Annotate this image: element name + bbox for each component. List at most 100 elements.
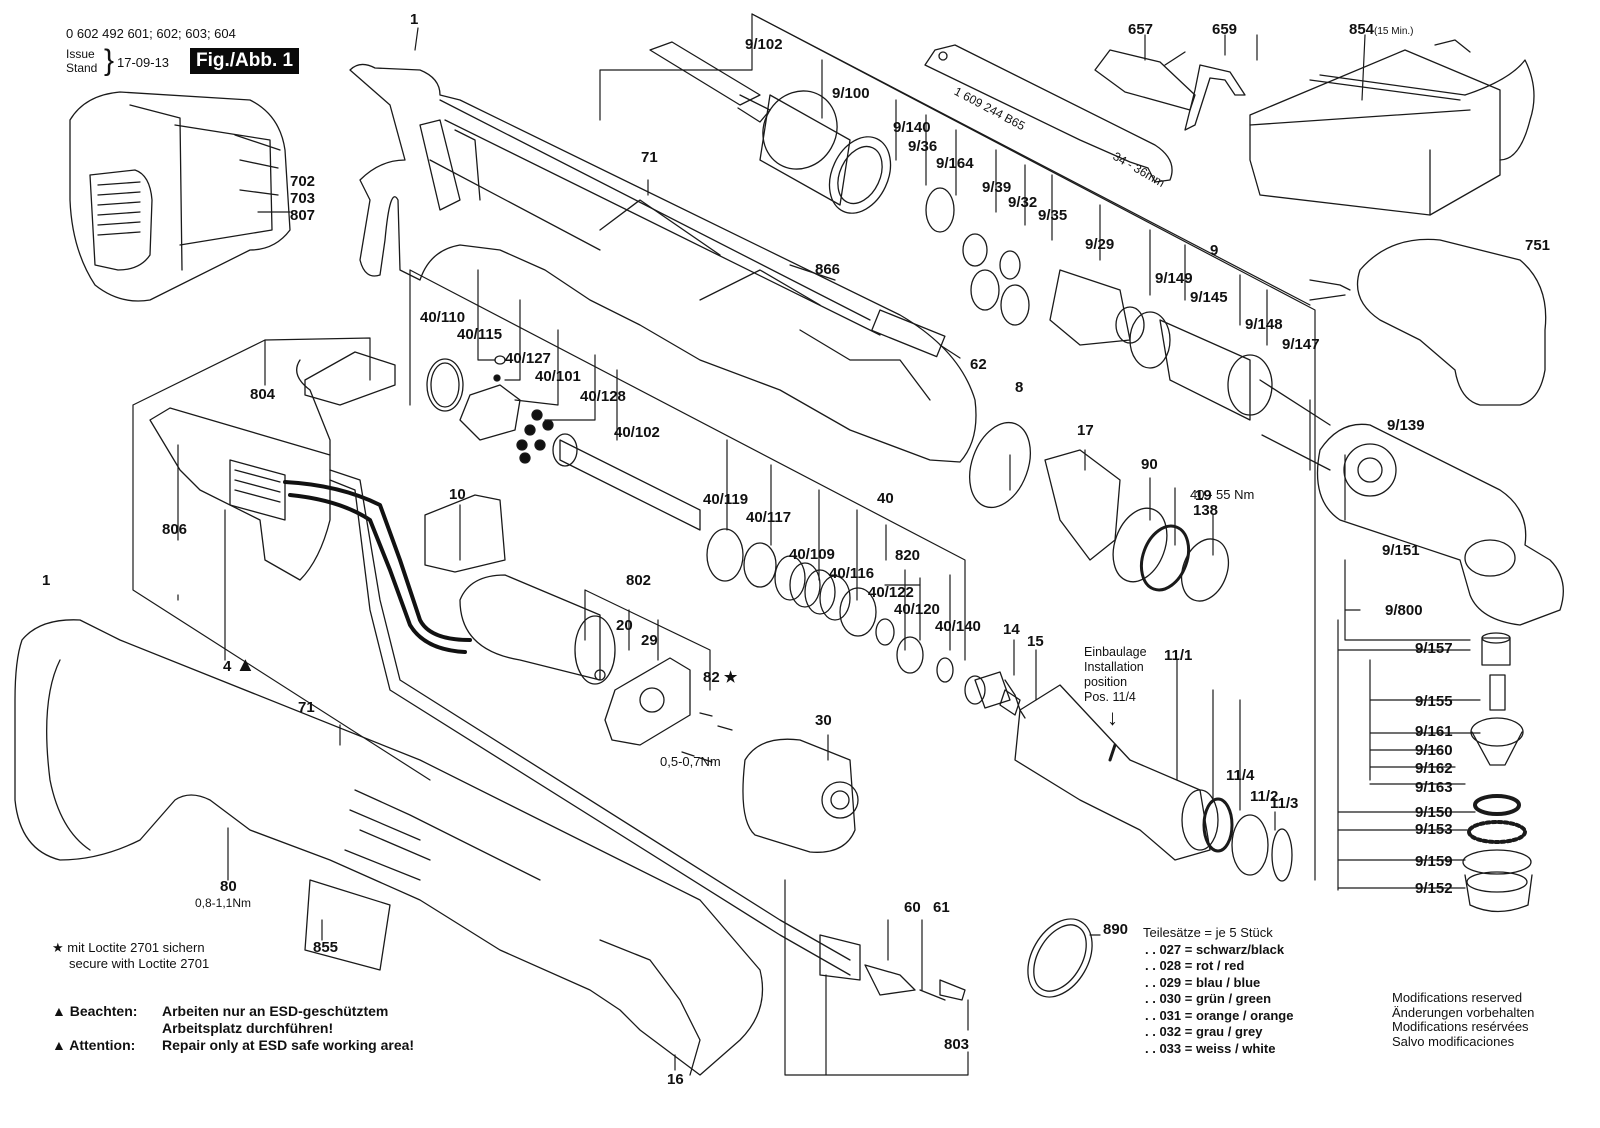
modifications-notice: Modifications reserved Änderungen vorbeh… (1392, 990, 1535, 1049)
part-label: 9/140 (893, 119, 931, 136)
part-label: 62 (970, 356, 987, 373)
kit-item: . . 032 = grau / grey (1145, 1024, 1263, 1039)
brace-icon: } (104, 44, 115, 77)
part-label: 890 (1103, 921, 1129, 938)
loctite-note: ★ mit Loctite 2701 sichern secure with L… (52, 940, 210, 971)
part-label: 9/164 (936, 155, 974, 172)
part-label: 90 (1141, 456, 1158, 473)
part-label: 61 (933, 899, 950, 916)
part-label: 9/36 (908, 138, 938, 155)
kit-item: . . 030 = grün / green (1145, 991, 1272, 1006)
part-label: 9/161 (1415, 723, 1453, 740)
part-label: 40/128 (580, 388, 626, 405)
part-label: 11/2 (1250, 788, 1279, 805)
housing-lower-drawing (14, 619, 764, 1076)
issue-stand-label: Issue Stand (66, 47, 97, 75)
part-label-854: 854(15 Min.) (1349, 21, 1414, 38)
part-label: 807 (290, 207, 316, 224)
arrow-down-icon: ↓ (1107, 705, 1118, 730)
issue-label: Issue (66, 47, 95, 61)
part-label: 40/140 (935, 618, 981, 635)
part-label: 9/39 (982, 179, 1012, 196)
part-label: 40/101 (535, 368, 581, 385)
part-label: 60 (904, 899, 921, 916)
issue-date: 17-09-13 (117, 55, 170, 70)
part-label: 19 (1195, 487, 1212, 504)
part-label: 9/800 (1385, 602, 1423, 619)
part-label: 9/29 (1085, 236, 1115, 253)
part-label: 703 (290, 190, 316, 207)
part-label: 9/155 (1415, 693, 1453, 710)
part-label: 40/109 (789, 546, 835, 563)
part-label: 9 (1210, 242, 1219, 259)
part-label: 40/122 (868, 584, 914, 601)
protective-boot-drawing (1309, 238, 1547, 406)
part-label: 40/116 (829, 565, 875, 582)
part-label: 9/150 (1415, 804, 1453, 821)
part-label: 702 (290, 173, 316, 190)
kit-item: . . 028 = rot / red (1145, 958, 1245, 973)
angle-head-drawing (1316, 423, 1564, 626)
triangle-icon: ▲ (52, 1003, 66, 1019)
figure-label: Fig./Abb. 1 (190, 48, 300, 74)
esd-triangle-icon: ▲ (235, 654, 256, 676)
part-label: 40/127 (505, 350, 551, 367)
part-label: 10 (449, 486, 466, 503)
part-label-4: 4 ▲ (223, 654, 256, 676)
part-label: 9/100 (832, 85, 870, 102)
part-label: 9/149 (1155, 270, 1193, 287)
motor-drawing (459, 574, 616, 685)
part-label: 804 (250, 386, 276, 403)
kit-item: . . 031 = orange / orange (1145, 1007, 1294, 1023)
part-label: 802 (626, 572, 652, 589)
part-label: 1 (410, 11, 419, 28)
part-label: 14 (1003, 621, 1020, 638)
part-label: 9/151 (1382, 542, 1420, 559)
torque-138: 40 - 55 Nm (1190, 487, 1255, 502)
part-label: 806 (162, 521, 188, 538)
part-label: 9/157 (1415, 640, 1453, 657)
part-label: 40/119 (703, 491, 749, 508)
part-label: 820 (895, 547, 921, 564)
part-label: 855 (313, 939, 339, 956)
kits-title: Teilesätze = je 5 Stück (1143, 925, 1273, 940)
part-label: 11/3 (1270, 795, 1299, 812)
part-label: 9/153 (1415, 821, 1453, 838)
part-label: 9/162 (1415, 760, 1453, 777)
star-icon: ★ (52, 940, 64, 955)
part-label: 11/1 (1164, 647, 1193, 664)
install-position-note: Einbaulage Installation position Pos. 11… (1084, 645, 1147, 704)
charge-time: (15 Min.) (1374, 26, 1414, 37)
part-label: 1 (42, 572, 51, 589)
part-label: 866 (815, 261, 841, 278)
part-label: 40/117 (746, 509, 792, 526)
clutch-assembly-drawing (426, 355, 954, 683)
part-label: 17 (1077, 422, 1094, 439)
switch-drawing (149, 407, 331, 581)
part-label: 9/35 (1038, 207, 1068, 224)
part-label: 80 (220, 878, 237, 895)
part-label: 40 (877, 490, 894, 507)
part-label: 9/139 (1387, 417, 1425, 434)
battery-pack-drawing (69, 91, 291, 302)
part-label: 29 (641, 632, 658, 649)
part-label: 9/148 (1245, 316, 1283, 333)
spindle-assembly-drawing (649, 41, 1331, 471)
part-label: 15 (1027, 633, 1044, 650)
part-label: 71 (641, 149, 658, 166)
part-label: 11/4 (1226, 767, 1255, 784)
kit-item: . . 029 = blau / blue (1145, 974, 1261, 990)
triangle-icon: ▲ (52, 1037, 66, 1053)
part-label: 751 (1525, 237, 1551, 254)
part-label: 20 (616, 617, 633, 634)
part-label: 138 (1193, 502, 1219, 519)
part-kits-list: Teilesätze = je 5 Stück . . 027 = schwar… (1143, 925, 1293, 1057)
model-numbers: 0 602 492 601; 602; 603; 604 (66, 26, 236, 41)
part-label: 9/147 (1282, 336, 1320, 353)
housing-upper-drawing (349, 63, 977, 463)
part-label: 9/102 (745, 36, 783, 53)
part-label: 40/120 (894, 601, 940, 618)
part-label: 16 (667, 1071, 684, 1088)
stand-label: Stand (66, 61, 98, 75)
